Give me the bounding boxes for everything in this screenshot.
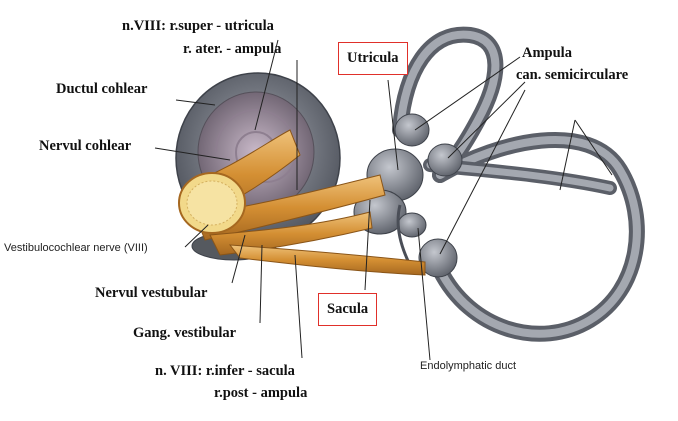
label-n-viii-infer: n. VIII: r.infer - sacula — [155, 363, 295, 379]
label-utricula: Utricula — [338, 42, 408, 75]
label-n-viii-super: n.VIII: r.super - utricula — [122, 18, 274, 34]
label-endolymphatic-duct: Endolymphatic duct — [420, 360, 516, 372]
label-r-ater-ampula: r. ater. - ampula — [183, 41, 282, 57]
label-vestibulocochlear-nerve: Vestibulocochlear nerve (VIII) — [4, 242, 148, 254]
label-nervul-cohlear: Nervul cohlear — [39, 138, 132, 154]
nerve-bundle — [178, 129, 426, 276]
semicircular-canals — [392, 26, 645, 342]
label-r-post-ampula: r.post - ampula — [214, 385, 308, 401]
label-can-semicirculare: can. semicirculare — [516, 67, 629, 83]
leader-lines — [154, 39, 613, 361]
label-nervul-vestubular: Nervul vestubular — [95, 285, 208, 301]
label-sacula: Sacula — [318, 293, 378, 326]
label-ductul-cohlear: Ductul cohlear — [56, 81, 148, 97]
label-gang-vestibular: Gang. vestibular — [133, 325, 237, 341]
label-ampula: Ampula — [522, 45, 572, 61]
